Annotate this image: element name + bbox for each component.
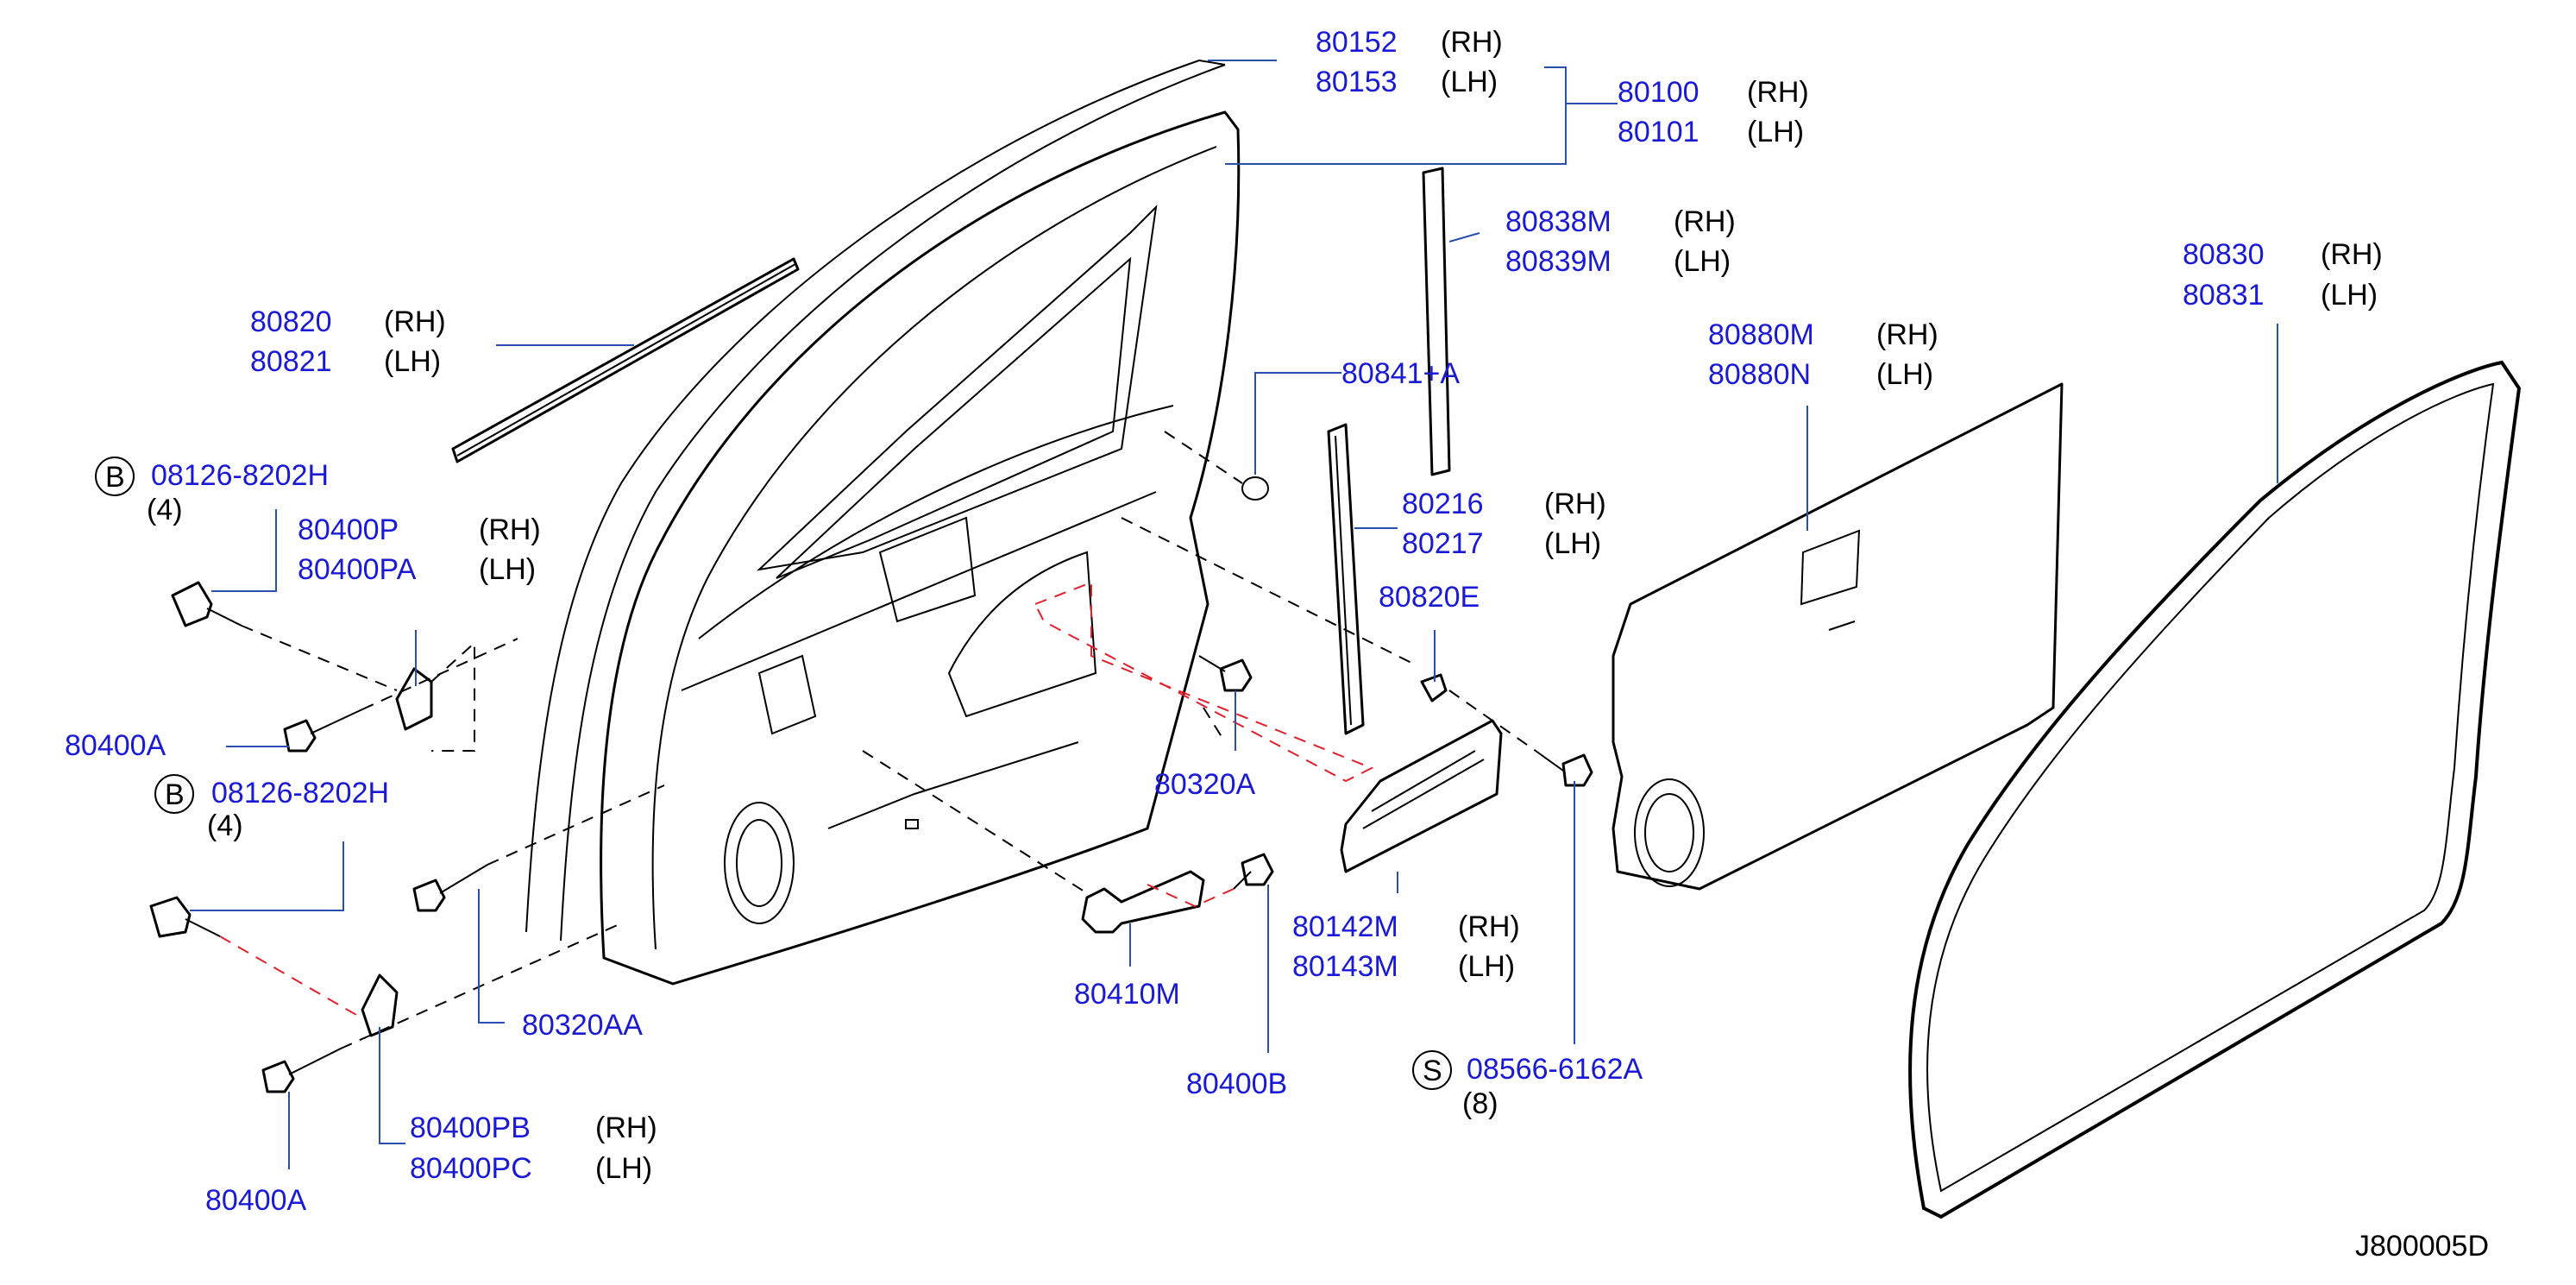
bolt-80400B [1233, 853, 1274, 890]
callout-80821-side: (LH) [384, 345, 441, 378]
callout-80880N-side: (LH) [1876, 358, 1933, 391]
labels: 80152 (RH) 80153 (LH) 80100 (RH) 80101 (… [65, 26, 2489, 1263]
callout-80320A: 80320A [1154, 768, 1256, 801]
door-check [1081, 870, 1205, 934]
callout-80820E: 80820E [1379, 581, 1480, 614]
callout-80400P-side: (RH) [479, 513, 541, 546]
screw-08566 [1535, 750, 1593, 787]
bolt-08126-lower [149, 896, 221, 938]
callout-80821: 80821 [250, 345, 332, 378]
callout-80838M-side: (RH) [1674, 205, 1736, 238]
inside-handle [1340, 719, 1503, 873]
callout-80216-side: (RH) [1544, 488, 1606, 520]
plug [1241, 476, 1269, 501]
callout-80101: 80101 [1618, 116, 1700, 148]
callout-80400P: 80400P [298, 513, 399, 546]
callout-80400PB: 80400PB [410, 1112, 531, 1144]
upper-hinge [395, 667, 433, 731]
callout-80400PC-side: (LH) [595, 1152, 652, 1185]
bolt-80320A [1198, 655, 1253, 692]
callout-80831-side: (LH) [2321, 279, 2378, 312]
callout-08566-6162A: 08566-6162A [1467, 1053, 1643, 1086]
door-shell [600, 110, 1241, 986]
callout-08566-qty: (8) [1462, 1087, 1498, 1120]
callout-80830-side: (RH) [2321, 238, 2383, 271]
callout-80830: 80830 [2183, 238, 2265, 271]
callout-80143M-side: (LH) [1458, 950, 1515, 983]
assembly-lines [219, 431, 1536, 1049]
callout-08126-qty-2: (4) [207, 809, 243, 842]
callout-80400PB-side: (RH) [595, 1112, 657, 1144]
glass-run-channel [1327, 423, 1365, 735]
callout-80153-side: (LH) [1441, 66, 1498, 98]
belt-molding [451, 257, 800, 463]
callout-80320AA: 80320AA [522, 1009, 643, 1042]
callout-80217-side: (LH) [1544, 527, 1601, 560]
callout-80400A-2: 80400A [205, 1184, 307, 1217]
callout-08126-qty-1: (4) [147, 494, 183, 526]
symbol-s: S [1423, 1055, 1442, 1087]
bolt-08126-upper [171, 581, 242, 627]
callout-80841A: 80841+A [1341, 357, 1460, 390]
bolt-80400A-lower [261, 1048, 342, 1093]
callout-80152-side: (RH) [1441, 26, 1503, 59]
callout-80880M: 80880M [1708, 318, 1814, 351]
callout-80142M: 80142M [1292, 910, 1398, 943]
lower-hinge [361, 973, 399, 1037]
callout-80216: 80216 [1402, 488, 1484, 520]
callout-80400B: 80400B [1186, 1068, 1287, 1100]
callout-80217: 80217 [1402, 527, 1484, 560]
callout-80153: 80153 [1316, 66, 1398, 98]
callout-80839M: 80839M [1505, 245, 1612, 278]
callout-80142M-side: (RH) [1458, 910, 1520, 943]
symbol-b-1: B [105, 461, 125, 494]
callout-80831: 80831 [2183, 279, 2265, 312]
diagram-code: J800005D [2355, 1230, 2489, 1263]
symbol-b-circle-2 [154, 774, 194, 814]
callout-08126-8202H-1: 08126-8202H [151, 459, 329, 492]
bolt-80400A-upper [283, 709, 363, 753]
callout-80152: 80152 [1316, 26, 1398, 59]
callout-80880N: 80880N [1708, 358, 1811, 391]
callout-80410M: 80410M [1074, 978, 1180, 1011]
callout-80100: 80100 [1618, 76, 1700, 109]
symbol-b-circle-1 [95, 457, 135, 496]
callout-80839M-side: (LH) [1674, 245, 1731, 278]
callout-80100-side: (RH) [1747, 76, 1809, 109]
symbol-s-circle [1412, 1050, 1452, 1090]
callout-80400PC: 80400PC [410, 1152, 532, 1185]
trim-panel [1612, 382, 2064, 891]
bolt-80320AA [412, 864, 488, 912]
callout-80400PA: 80400PA [298, 553, 417, 586]
callout-80400A-1: 80400A [65, 729, 166, 762]
callout-80820: 80820 [250, 306, 332, 338]
door-sash-weatherstrip [525, 60, 1226, 942]
callout-80820-side: (RH) [384, 306, 446, 338]
callout-80400PA-side: (LH) [479, 553, 536, 586]
callout-80101-side: (LH) [1747, 116, 1804, 148]
callout-08126-8202H-2: 08126-8202H [211, 777, 389, 809]
callout-80838M: 80838M [1505, 205, 1612, 238]
callout-80143M: 80143M [1292, 950, 1398, 983]
sash-weatherstrip-vertical [1422, 167, 1451, 476]
door-opening-weatherstrip [1908, 360, 2522, 1219]
leader-lines [190, 60, 2278, 1169]
symbol-b-2: B [165, 778, 185, 811]
callout-80880M-side: (RH) [1876, 318, 1938, 351]
